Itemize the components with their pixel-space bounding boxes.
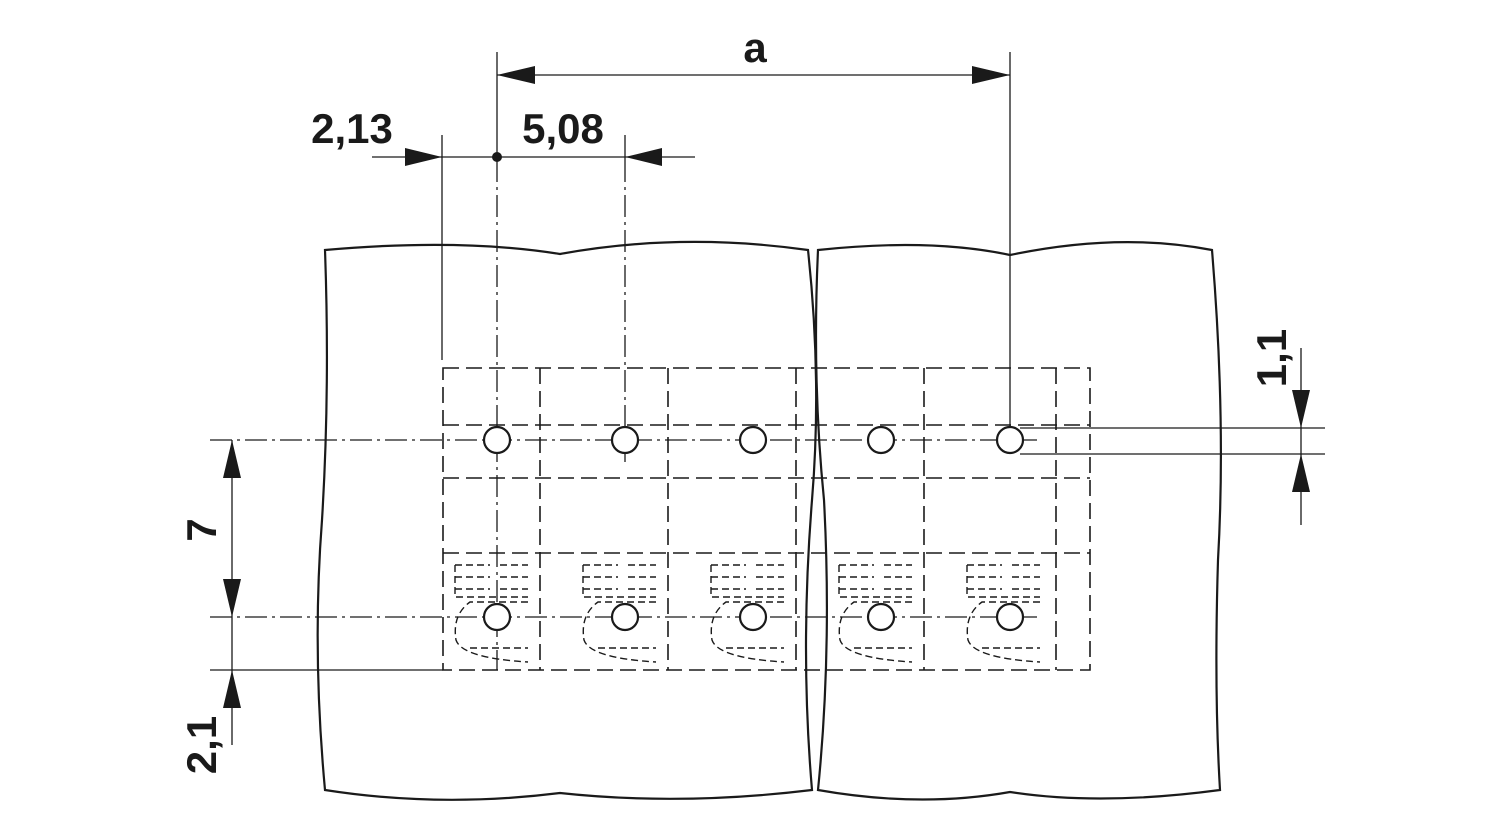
dimension-bottom-offset: 2,1 (178, 617, 241, 774)
board-section-right (814, 241, 1222, 801)
dimension-label-hole-diameter: 1,1 (1248, 329, 1295, 387)
clamp-details (454, 564, 1041, 663)
dimension-overall: a (497, 24, 1010, 84)
dimension-hole-diameter: 1,1 (1248, 329, 1310, 525)
board-section-left (316, 240, 818, 801)
pcb-hole (866, 602, 896, 632)
dimension-label-a: a (743, 24, 767, 71)
clamp-detail (454, 564, 529, 663)
pcb-hole (610, 425, 640, 455)
pcb-hole (482, 425, 512, 455)
pcb-hole (866, 425, 896, 455)
pcb-hole (738, 602, 768, 632)
pcb-holes-bottom-row (482, 602, 1025, 632)
connector-outline (442, 367, 1091, 671)
clamp-detail (838, 564, 913, 663)
dimension-label-pitch: 5,08 (522, 105, 604, 152)
dimension-pitch: 2,13 5,08 (311, 105, 695, 166)
clamp-detail (582, 564, 657, 663)
pcb-hole (738, 425, 768, 455)
pcb-hole (995, 602, 1025, 632)
extension-lines (210, 52, 1325, 671)
dimension-label-bottom-offset: 2,1 (178, 716, 225, 774)
pcb-hole (610, 602, 640, 632)
dimension-row-distance: 7 (178, 440, 241, 617)
dimension-label-row-distance: 7 (178, 518, 225, 541)
pcb-hole (482, 602, 512, 632)
clamp-detail (966, 564, 1041, 663)
pcb-hole (995, 425, 1025, 455)
pcb-holes-top-row (482, 425, 1025, 455)
dimension-origin-dot (492, 152, 502, 162)
clamp-detail (710, 564, 785, 663)
dimension-label-edge-offset: 2,13 (311, 105, 393, 152)
